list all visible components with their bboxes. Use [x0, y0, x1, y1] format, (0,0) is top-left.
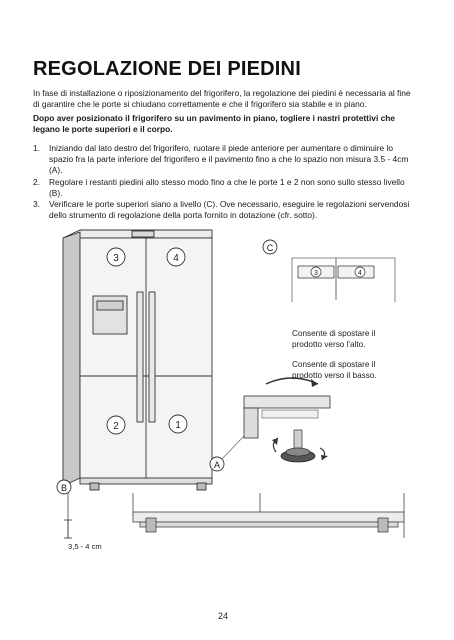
fridge-body — [62, 229, 213, 491]
step-item: 2. Regolare i restanti piedini allo stess… — [33, 177, 418, 199]
note-move-down: Consente di spostare il prodotto verso i… — [292, 360, 377, 380]
callout-b-text: B — [61, 483, 67, 493]
detail-a: A — [209, 377, 331, 472]
door-label-4-text: 4 — [173, 253, 179, 264]
door-label-2-text: 2 — [113, 421, 119, 432]
door-label-2: 2 — [106, 415, 126, 435]
step-text: Iniziando dal lato destro del frigorifer… — [49, 143, 409, 176]
page-title: REGOLAZIONE DEI PIEDINI — [33, 58, 301, 80]
callout-c-text: C — [267, 243, 274, 253]
warning-paragraph: Dopo aver posizionato il frigorifero su … — [33, 113, 396, 135]
steps-list: 1. Iniziando dal lato destro del frigorif… — [33, 143, 418, 221]
door-label-4: 4 — [166, 247, 186, 267]
step-item: 1. Iniziando dal lato destro del frigorif… — [33, 143, 418, 177]
intro-paragraph: In fase di installazione o riposizioname… — [33, 88, 411, 110]
door-label-1-text: 1 — [175, 420, 181, 431]
door-label-1: 1 — [168, 414, 188, 434]
note-move-up: Consente di spostare il prodotto verso l… — [292, 329, 376, 349]
step-number: 3. — [33, 199, 40, 210]
page-number: 24 — [218, 611, 229, 621]
step-number: 2. — [33, 176, 40, 187]
measurement-label: 3,5 - 4 cm — [68, 542, 102, 551]
detail-c: C 3 4 — [262, 239, 396, 302]
step-number: 1. — [33, 143, 40, 153]
detail-label-3: 3 — [314, 270, 318, 277]
door-label-3: 3 — [106, 247, 126, 267]
door-label-3-text: 3 — [113, 253, 119, 264]
callout-a-text: A — [214, 460, 220, 470]
detail-label-4: 4 — [358, 270, 362, 277]
step-text: Verificare le porte superiori siano a li… — [49, 199, 410, 221]
step-item: 3. Verificare le porte superiori siano a … — [33, 199, 418, 221]
step-text: Regolare i restanti piedini allo stesso … — [49, 176, 405, 198]
detail-b: B 3,5 - 4 cm — [56, 479, 405, 551]
